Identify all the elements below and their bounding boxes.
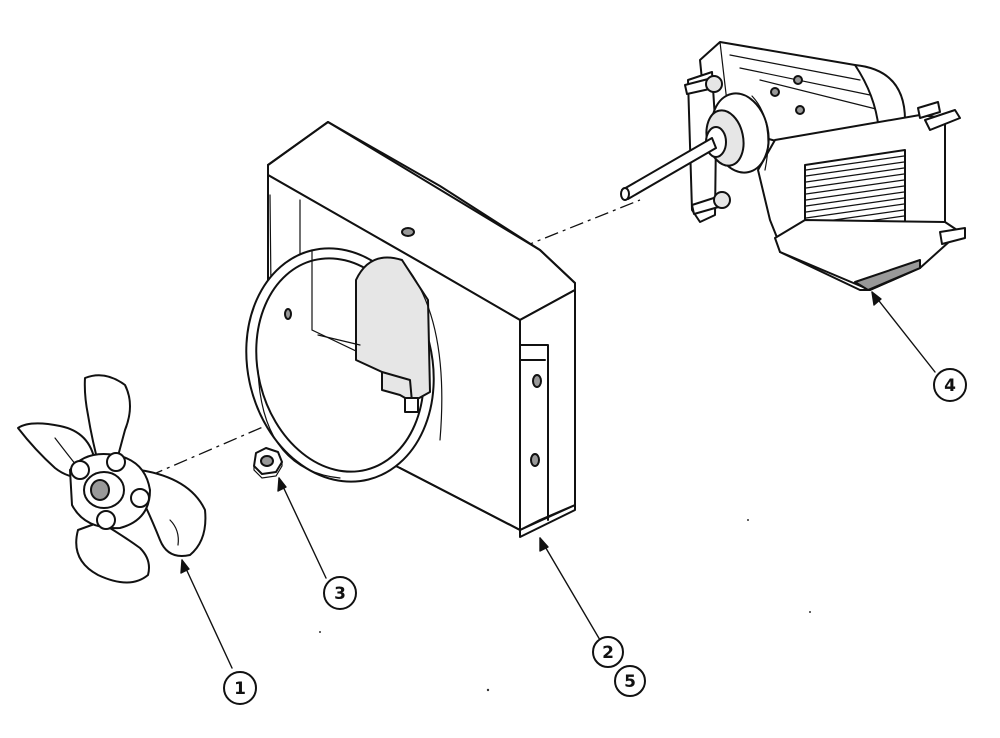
callout-2: 2: [592, 636, 624, 668]
scan-specks: [319, 519, 811, 692]
nut-part: [253, 447, 283, 479]
callout-5: 5: [614, 665, 646, 697]
fan-blade-part: [17, 374, 207, 584]
callout-4: 4: [933, 368, 967, 402]
callout-2-label: 2: [602, 643, 614, 663]
motor-part: [620, 41, 966, 291]
callout-1-label: 1: [234, 679, 246, 699]
callout-3: 3: [323, 576, 357, 610]
callout-1: 1: [223, 671, 257, 705]
callout-3-label: 3: [334, 584, 346, 604]
fan-housing-part: [245, 121, 576, 538]
callout-5-label: 5: [624, 672, 636, 692]
callout-4-label: 4: [944, 376, 956, 396]
leader-lines: [180, 291, 936, 669]
